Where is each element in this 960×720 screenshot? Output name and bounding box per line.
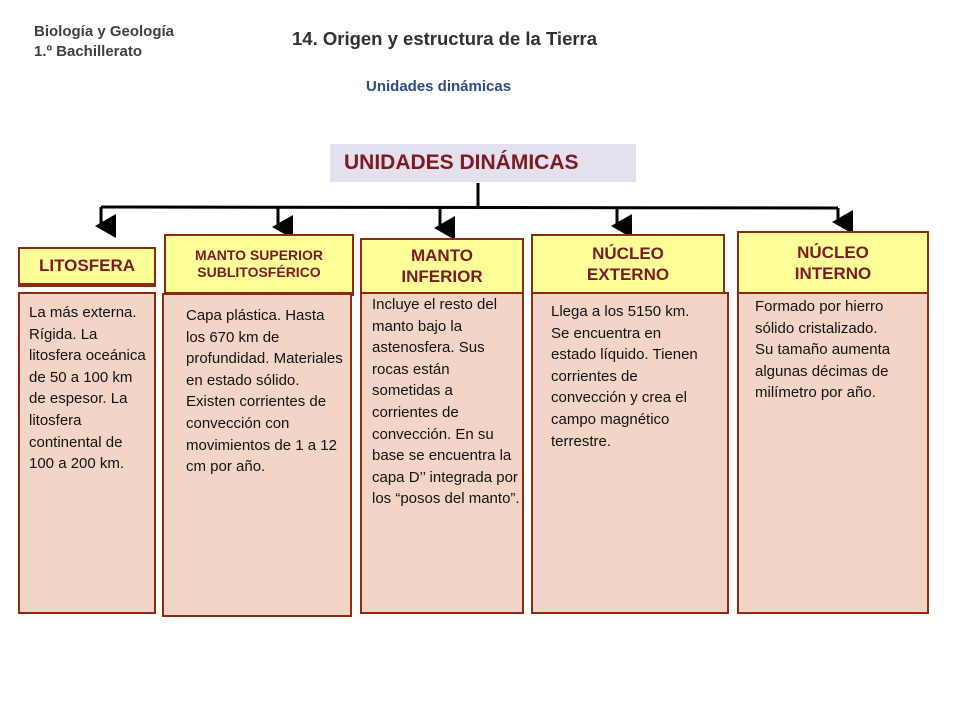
unit-description-manto-superior: Capa plástica. Hasta los 670 km de profu…: [162, 293, 352, 617]
unit-text-litosfera: La más externa. Rígida. La litosfera oce…: [29, 304, 146, 473]
course-label: Biología y Geología 1.º Bachillerato: [34, 22, 174, 62]
unit-header-nucleo-interno: NÚCLEO INTERNO: [737, 231, 929, 297]
course-level: 1.º Bachillerato: [34, 43, 143, 60]
unit-header-nucleo-externo: NÚCLEO EXTERNO: [531, 234, 725, 296]
unit-description-nucleo-interno: Formado por hierro sólido cristalizado. …: [737, 292, 929, 614]
unit-text-nucleo-externo: Llega a los 5150 km. Se encuentra en est…: [551, 303, 698, 450]
page-title: 14. Origen y estructura de la Tierra: [292, 28, 598, 49]
unit-header-manto-superior: MANTO SUPERIOR SUBLITOSFÉRICO: [164, 234, 354, 296]
connector-bar: [100, 205, 839, 210]
unit-description-manto-inferior: Incluye el resto del manto bajo la asten…: [360, 292, 524, 614]
unit-text-nucleo-interno: Formado por hierro sólido cristalizado. …: [755, 298, 891, 402]
unit-description-litosfera: La más externa. Rígida. La litosfera oce…: [18, 292, 156, 614]
unit-description-nucleo-externo: Llega a los 5150 km. Se encuentra en est…: [531, 292, 729, 614]
unit-text-manto-superior: Capa plástica. Hasta los 670 km de profu…: [186, 307, 343, 476]
course-subject: Biología y Geología: [34, 23, 175, 40]
unit-header-litosfera: LITOSFERA: [18, 247, 156, 287]
unit-text-manto-inferior: Incluye el resto del manto bajo la asten…: [372, 296, 520, 508]
page-subtitle: Unidades dinámicas: [366, 78, 512, 95]
unit-header-manto-inferior: MANTO INFERIOR: [360, 238, 524, 296]
main-heading: UNIDADES DINÁMICAS: [330, 144, 636, 182]
